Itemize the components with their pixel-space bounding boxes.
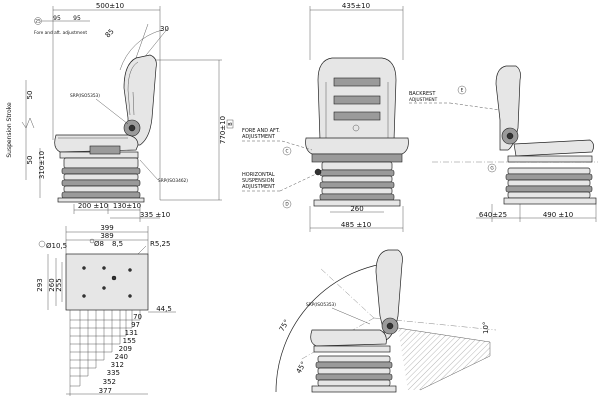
side-view-right: BACKREST ADJUSTMENT E G 640±25 490 ±10: [409, 65, 598, 222]
angle-30: 30: [160, 25, 169, 33]
tag-c: C: [285, 149, 288, 155]
backrest-sub: ADJUSTMENT: [409, 97, 438, 103]
suspension-stroke-label: Suspension Stroke: [6, 102, 13, 158]
motion-range-view: 75° 45° 10° SRP(ISO5353): [275, 249, 497, 393]
mounting-plate-view: 399 389 Ø10,5 Ø8 8,5 R5,25 293 260 255 4…: [36, 224, 176, 396]
dim-d8: Ø8: [94, 240, 104, 248]
tag-25-circle: [34, 17, 42, 25]
srp-iso5353: SRP(ISO5353): [306, 302, 336, 308]
dim-485: 485 ±10: [341, 221, 371, 229]
dim-255: 255: [55, 278, 63, 291]
dim-50-down: 50: [26, 156, 34, 165]
dim-r525: R5,25: [150, 240, 170, 248]
tag-b: B: [228, 122, 234, 126]
fore-aft-adj-line2: ADJUSTMENT: [242, 134, 276, 140]
dim-260-plate: 260: [48, 278, 56, 291]
angle-45: 45°: [295, 360, 308, 375]
ladder-209: 209: [119, 345, 132, 353]
dim-95b: 95: [73, 15, 81, 22]
ladder-335: 335: [107, 369, 120, 377]
dimension-ladder: 70 97 131 155 209 240 312 335 352 377: [66, 313, 148, 395]
ladder-97: 97: [131, 321, 140, 329]
tag-e: E: [461, 88, 464, 94]
ladder-155: 155: [123, 337, 136, 345]
dim-389: 389: [100, 232, 113, 240]
side-view-left: 500±10 25 95 95 Fore and aft. adjustment…: [6, 2, 234, 222]
ladder-312: 312: [111, 361, 124, 369]
angle-85: 85: [104, 27, 116, 39]
ladder-70: 70: [133, 313, 142, 321]
mounting-plate: [65, 253, 149, 311]
fore-aft-adj-line1: FORE AND AFT.: [242, 128, 280, 134]
dim-200: 200 ±10: [78, 202, 108, 210]
ladder-240: 240: [115, 353, 128, 361]
dim-640: 640±25: [479, 211, 507, 219]
dim-445: 44,5: [156, 305, 172, 313]
fore-aft-label: Fore and aft. adjustment: [34, 30, 87, 36]
svg-text:SUSPENSION: SUSPENSION: [242, 178, 275, 184]
backrest-label: BACKREST: [409, 91, 436, 97]
angle-10: 10°: [482, 322, 490, 334]
seat-cushion-right: [513, 139, 594, 157]
suspension-knob: [314, 168, 322, 176]
tag-g: G: [490, 166, 493, 172]
ladder-131: 131: [125, 329, 138, 337]
ladder-377: 377: [99, 387, 112, 395]
dim-435: 435±10: [342, 2, 370, 10]
srp-top: SRP(ISO5353): [70, 93, 100, 99]
dim-293: 293: [36, 278, 44, 291]
dim-490: 490 ±10: [543, 211, 573, 219]
tag-d: D: [285, 202, 289, 208]
dim-260-front: 260: [350, 205, 363, 213]
svg-text:HORIZONTAL: HORIZONTAL: [242, 172, 275, 178]
seat-cushion-front: [305, 137, 409, 155]
dim-310: 310±10: [38, 151, 46, 179]
dim-770: 770±10: [219, 116, 227, 144]
tag-25: 25: [35, 19, 41, 25]
dim-d105: Ø10,5: [46, 242, 67, 250]
svg-text:ADJUSTMENT: ADJUSTMENT: [242, 184, 276, 190]
dim-399: 399: [100, 224, 113, 232]
dim-500: 500±10: [96, 2, 124, 10]
dim-95a: 95: [53, 15, 61, 22]
dim-85: 8,5: [112, 240, 123, 248]
dim-50-up: 50: [26, 91, 34, 100]
dim-335: 335 ±10: [140, 211, 170, 219]
front-view: 435±10 FORE AND AFT. ADJUSTMENT C HORIZO…: [242, 2, 409, 232]
ladder-352: 352: [103, 378, 116, 386]
dim-130: 130±10: [113, 202, 141, 210]
angle-75: 75°: [278, 318, 291, 333]
seat-motion: [310, 329, 387, 347]
srp-bottom: SRP(ISO3462): [158, 178, 188, 184]
